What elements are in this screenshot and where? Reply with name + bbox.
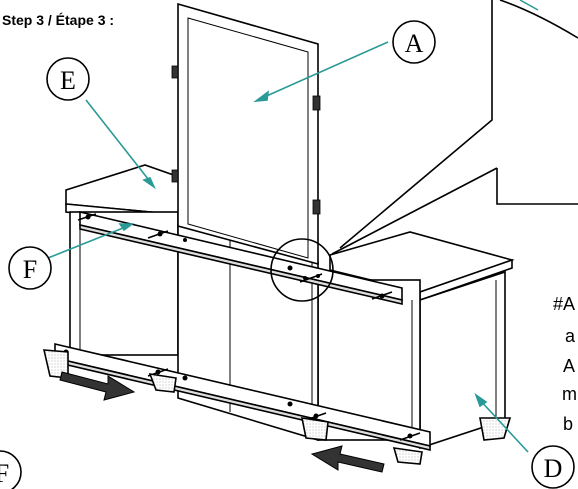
mirror — [171, 2, 321, 266]
lower-rail — [54, 342, 431, 452]
detail-circle — [270, 238, 334, 302]
side-text-line-4: m — [562, 384, 577, 404]
leader-lines — [47, 41, 529, 453]
label-f-bottom: F — [0, 450, 22, 489]
label-e: E — [46, 57, 90, 101]
side-text-line-5: b — [563, 414, 574, 434]
detail-callout — [331, 0, 578, 255]
label-e-text: E — [60, 66, 76, 95]
label-f-bottom-text: F — [0, 459, 9, 488]
step-title: Step 3 / Étape 3 : — [2, 12, 115, 28]
push-arrow-left — [310, 445, 385, 473]
side-text-line-3: A — [563, 356, 576, 376]
label-d-text: D — [544, 454, 563, 483]
detail-leader-line — [519, 0, 539, 11]
label-f-text: F — [23, 255, 37, 284]
left-cabinet — [65, 164, 183, 356]
label-a-text: A — [405, 29, 424, 58]
lower-rail-screws — [63, 349, 421, 441]
push-arrow-right — [59, 371, 136, 401]
upper-rail-screws — [77, 213, 393, 300]
label-f: F — [8, 246, 52, 290]
side-text-line-2: a — [565, 326, 576, 346]
label-d: D — [531, 445, 575, 489]
side-text-line-1: #A — [553, 294, 576, 314]
right-cabinet — [317, 231, 515, 450]
label-a: A — [392, 20, 436, 64]
